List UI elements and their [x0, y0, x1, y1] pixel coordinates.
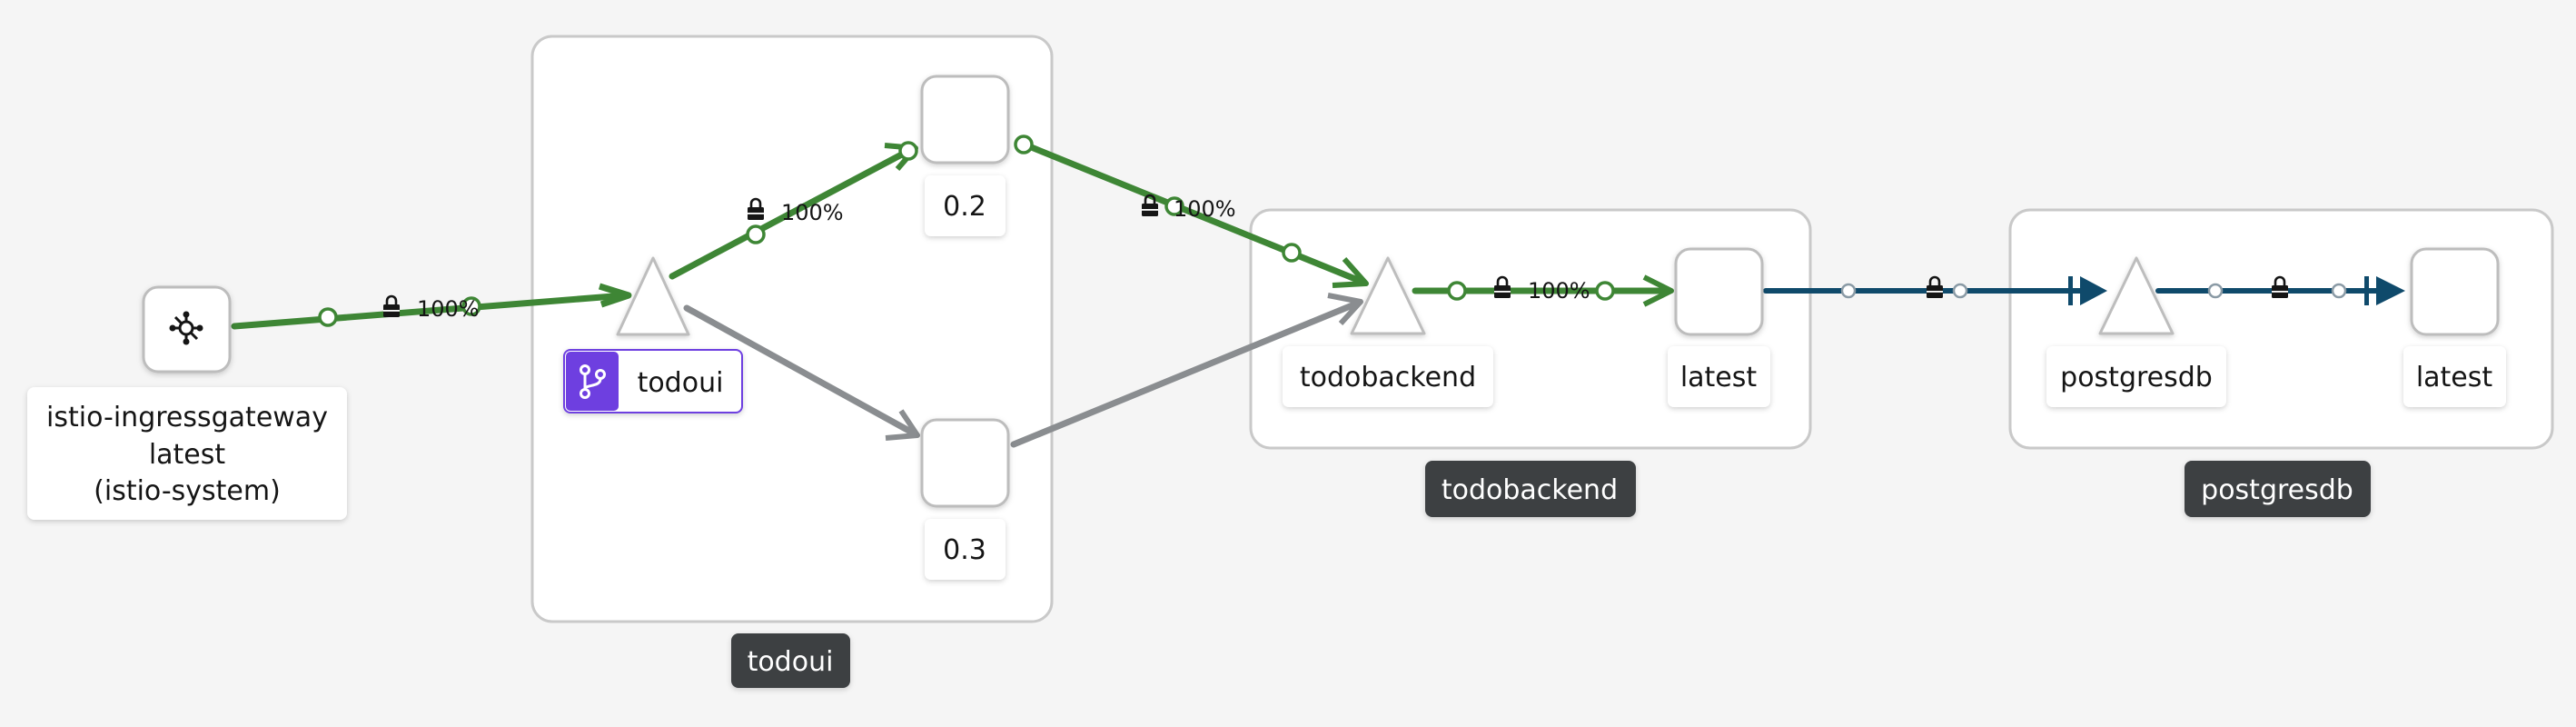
svg-text:todoui: todoui — [748, 646, 834, 678]
node-todobackend-latest[interactable] — [1674, 247, 1764, 336]
label-todobackend-service: todobackend — [1283, 346, 1493, 407]
node-todoui-v02[interactable] — [920, 75, 1010, 164]
lock-icon — [381, 294, 401, 319]
edge-label-todoui-v02: 100% — [781, 200, 844, 225]
lock-icon — [1925, 275, 1945, 300]
svg-text:istio-ingressgateway: istio-ingressgateway — [46, 402, 328, 433]
label-todoui-service: todoui — [563, 349, 743, 413]
group-label-postgresdb[interactable]: postgresdb — [2185, 461, 2371, 517]
svg-text:todobackend: todobackend — [1442, 474, 1618, 506]
label-postgresdb-latest: latest — [2403, 346, 2506, 407]
edge-todobackend-latest[interactable]: 100% — [1412, 274, 1674, 307]
node-postgresdb-service[interactable] — [2098, 256, 2175, 335]
label-postgresdb-service: postgresdb — [2046, 346, 2226, 407]
label-todoui-v02: 0.2 — [925, 175, 1006, 236]
edge-label-ingress-todoui: 100% — [417, 296, 480, 322]
edge-ingress-todoui[interactable]: 100% — [231, 283, 632, 330]
edge-todobackend-postgresdb[interactable] — [1763, 275, 2107, 305]
svg-text:todobackend: todobackend — [1300, 362, 1476, 393]
branch-icon — [580, 364, 606, 399]
edge-todoui-v03[interactable] — [683, 304, 920, 441]
node-todoui-service[interactable] — [616, 256, 690, 336]
svg-text:latest: latest — [1680, 362, 1758, 393]
svg-text:0.2: 0.2 — [943, 191, 986, 223]
group-label-todoui[interactable]: todoui — [731, 633, 850, 688]
svg-text:0.3: 0.3 — [943, 534, 986, 566]
svg-text:postgresdb: postgresdb — [2060, 362, 2213, 393]
svg-text:postgresdb: postgresdb — [2201, 474, 2353, 506]
node-todoui-v03[interactable] — [920, 418, 1010, 508]
edge-label-v02-todobackend: 100% — [1174, 196, 1236, 222]
svg-text:latest: latest — [149, 439, 226, 471]
node-postgresdb-latest[interactable] — [2410, 247, 2500, 336]
edge-postgresdb-latest[interactable] — [2155, 275, 2405, 305]
label-todoui-v03: 0.3 — [925, 519, 1006, 580]
group-label-todobackend[interactable]: todobackend — [1425, 461, 1636, 517]
svg-text:todoui: todoui — [638, 367, 724, 399]
label-todobackend-latest: latest — [1668, 346, 1770, 407]
label-ingress-gateway: istio-ingressgateway latest (istio-syste… — [27, 387, 347, 520]
edge-todoui-v02[interactable]: 100% — [669, 141, 918, 280]
edge-v02-todobackend[interactable]: 100% — [1014, 134, 1369, 288]
node-todobackend-service[interactable] — [1350, 256, 1426, 335]
svg-text:latest: latest — [2416, 362, 2493, 393]
tcp-arrow-icon — [2080, 276, 2107, 305]
edge-v03-todobackend[interactable] — [1010, 293, 1363, 448]
svg-text:(istio-system): (istio-system) — [94, 475, 281, 507]
tcp-arrow-icon — [2376, 276, 2405, 305]
edge-label-todobackend-latest: 100% — [1528, 278, 1590, 304]
node-ingress-gateway[interactable] — [142, 285, 232, 373]
ingress-gateway-icon — [169, 311, 203, 345]
